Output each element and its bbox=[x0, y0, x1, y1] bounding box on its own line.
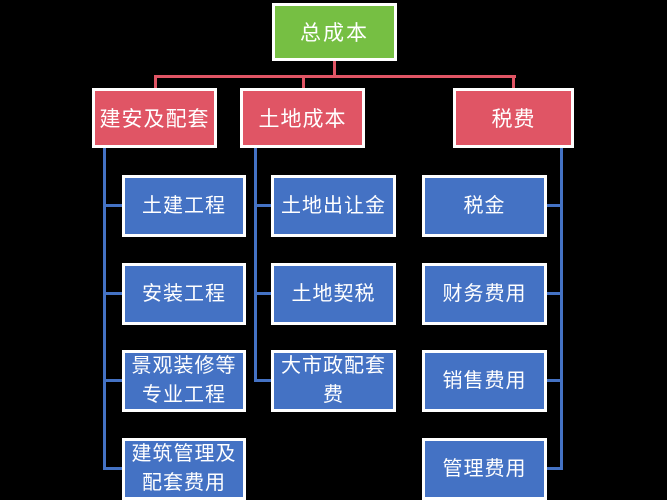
connector-branch2-drop bbox=[302, 75, 305, 89]
node-tax-fee: 税费 bbox=[453, 88, 574, 148]
node-land-transfer-fee-label: 土地出让金 bbox=[281, 194, 386, 217]
connector-col1-spine bbox=[103, 148, 106, 470]
node-installation-engineering-label: 安装工程 bbox=[142, 282, 226, 305]
node-admin-expense-label: 管理费用 bbox=[442, 457, 527, 480]
connector-col2-stub-3 bbox=[254, 379, 271, 382]
node-land-cost-label: 土地成本 bbox=[258, 108, 347, 131]
node-sales-expense-label: 销售费用 bbox=[442, 369, 527, 392]
node-land-cost: 土地成本 bbox=[240, 88, 365, 148]
connector-branch3-drop bbox=[512, 75, 515, 89]
connector-branch1-drop bbox=[154, 75, 157, 89]
connector-col3-spine bbox=[560, 148, 563, 470]
connector-col3-stub-2 bbox=[547, 292, 563, 295]
node-sales-expense: 销售费用 bbox=[422, 350, 547, 412]
connector-col3-stub-4 bbox=[547, 467, 563, 470]
node-construction-supporting: 建安及配套 bbox=[92, 88, 217, 148]
node-total-cost: 总成本 bbox=[272, 3, 397, 61]
node-tax-fee-label: 税费 bbox=[491, 108, 536, 131]
connector-col2-stub-1 bbox=[254, 204, 271, 207]
node-construction-supporting-label: 建安及配套 bbox=[99, 108, 210, 131]
connector-col3-stub-1 bbox=[547, 204, 563, 207]
connector-col2-stub-2 bbox=[254, 292, 271, 295]
node-civil-engineering-label: 土建工程 bbox=[142, 194, 226, 217]
node-municipal-supporting-fee-label: 大市政配套 费 bbox=[281, 355, 386, 406]
node-construction-mgmt-supporting-fee: 建筑管理及 配套费用 bbox=[122, 438, 246, 500]
node-total-cost-label: 总成本 bbox=[300, 22, 369, 45]
connector-branch-crossbar bbox=[154, 75, 516, 78]
node-landscape-specialty-engineering-label: 景观装修等 专业工程 bbox=[131, 355, 237, 406]
node-finance-expense: 财务费用 bbox=[422, 263, 547, 325]
connector-root-stem bbox=[333, 61, 336, 77]
node-finance-expense-label: 财务费用 bbox=[442, 282, 527, 305]
node-installation-engineering: 安装工程 bbox=[122, 263, 246, 325]
connector-col1-stub-3 bbox=[103, 379, 122, 382]
connector-col1-stub-1 bbox=[103, 204, 122, 207]
connector-col1-stub-4 bbox=[103, 467, 122, 470]
node-civil-engineering: 土建工程 bbox=[122, 175, 246, 237]
connector-col3-stub-3 bbox=[547, 379, 563, 382]
node-municipal-supporting-fee: 大市政配套 费 bbox=[271, 350, 396, 412]
node-landscape-specialty-engineering: 景观装修等 专业工程 bbox=[122, 350, 246, 412]
node-tax: 税金 bbox=[422, 175, 547, 237]
connector-col1-stub-2 bbox=[103, 292, 122, 295]
node-tax-label: 税金 bbox=[463, 194, 506, 217]
node-land-deed-tax-label: 土地契税 bbox=[291, 282, 376, 305]
connector-col2-spine bbox=[254, 148, 257, 382]
node-land-transfer-fee: 土地出让金 bbox=[271, 175, 396, 237]
node-construction-mgmt-supporting-fee-label: 建筑管理及 配套费用 bbox=[131, 443, 237, 494]
node-land-deed-tax: 土地契税 bbox=[271, 263, 396, 325]
node-admin-expense: 管理费用 bbox=[422, 438, 547, 500]
